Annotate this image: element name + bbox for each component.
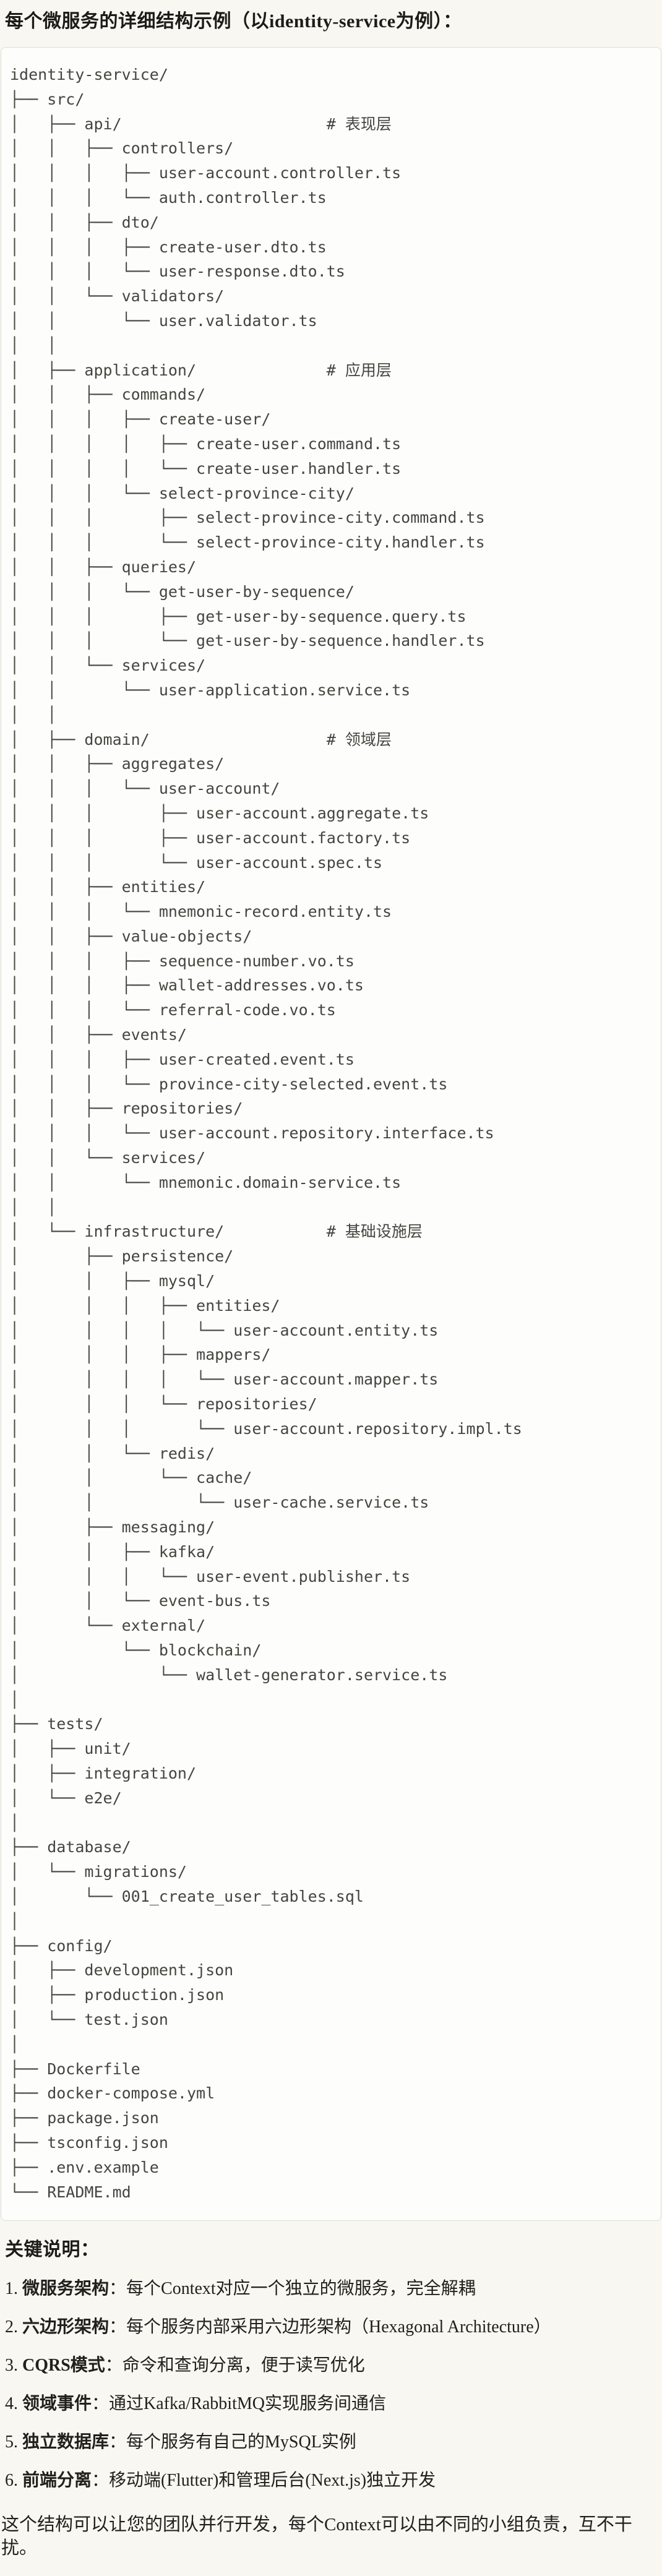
notes-heading: 关键说明： [5,2239,100,2260]
notes-list: 1. 微服务架构 ：每个Context对应一个独立的微服务，完全解耦 2. 六边… [5,2278,657,2492]
note-item-frontend-separation: 6. 前端分离 ：移动端(Flutter)和管理后台(Next.js)独立开发 [5,2470,657,2492]
code-block: identity-service/ ├── src/ │ ├── api/ # … [1,47,661,2222]
note-item-hexagonal: 2. 六边形架构 ：每个服务内部采用六边形架构（Hexagonal Archit… [5,2316,657,2338]
note-term: CQRS模式 [22,2356,105,2376]
note-term: 领域事件 [22,2394,92,2414]
note-description: ：通过Kafka/RabbitMQ实现服务间通信 [92,2394,386,2414]
note-term: 微服务架构 [22,2279,110,2299]
note-number: 2. [5,2317,18,2337]
note-item-microservice: 1. 微服务架构 ：每个Context对应一个独立的微服务，完全解耦 [5,2278,657,2300]
note-number: 1. [5,2279,18,2299]
note-item-cqrs: 3. CQRS模式 ：命令和查询分离，便于读写优化 [5,2355,657,2377]
note-term: 前端分离 [22,2471,92,2491]
directory-tree: identity-service/ ├── src/ │ ├── api/ # … [10,66,522,2201]
note-item-domain-events: 4. 领域事件 ：通过Kafka/RabbitMQ实现服务间通信 [5,2393,657,2415]
note-term: 六边形架构 [22,2317,110,2337]
note-description: ：移动端(Flutter)和管理后台(Next.js)独立开发 [92,2471,436,2491]
note-description: ：每个服务内部采用六边形架构（Hexagonal Architecture） [109,2317,551,2337]
note-number: 5. [5,2432,18,2452]
closing-paragraph: 这个结构可以让您的团队并行开发，每个Context可以由不同的小组负责，互不干扰… [1,2515,632,2559]
note-term: 独立数据库 [22,2432,110,2452]
note-description: ：命令和查询分离，便于读写优化 [105,2356,365,2376]
note-item-independent-db: 5. 独立数据库 ：每个服务有自己的MySQL实例 [5,2431,657,2454]
note-description: ：每个Context对应一个独立的微服务，完全解耦 [109,2279,476,2299]
note-number: 6. [5,2471,18,2491]
note-number: 3. [5,2356,18,2376]
note-number: 4. [5,2394,18,2414]
page-title: 每个微服务的详细结构示例（以identity-service为例）： [5,11,462,32]
note-description: ：每个服务有自己的MySQL实例 [109,2432,356,2452]
